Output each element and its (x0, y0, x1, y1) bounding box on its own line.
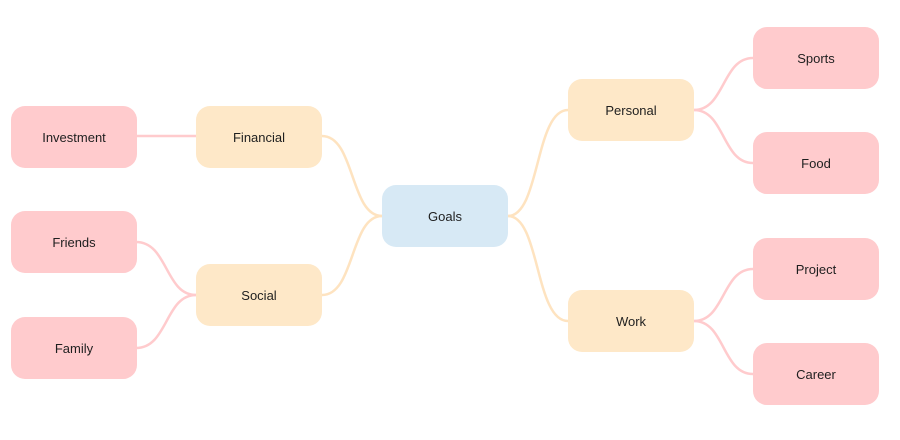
edge-social-family (135, 293, 197, 350)
node-label: Project (795, 261, 837, 277)
node-food[interactable]: Food (753, 132, 879, 194)
edge-goals-work (507, 214, 569, 323)
node-label: Work (615, 313, 647, 329)
node-label: Social (241, 287, 277, 303)
node-career[interactable]: Career (753, 343, 879, 405)
node-personal[interactable]: Personal (568, 79, 694, 141)
node-label: Career (796, 366, 836, 382)
node-family[interactable]: Family (11, 317, 137, 379)
node-social[interactable]: Social (196, 264, 322, 326)
edge-work-project (693, 267, 754, 323)
edge-goals-financial (321, 134, 383, 218)
edge-goals-personal (507, 108, 569, 218)
node-project[interactable]: Project (753, 238, 879, 300)
edge-personal-food (693, 108, 754, 165)
node-label: Financial (232, 129, 286, 145)
edge-social-friends (135, 240, 197, 297)
node-label: Personal (605, 102, 657, 118)
edge-work-career (693, 319, 754, 376)
edge-goals-social (321, 214, 383, 297)
node-investment[interactable]: Investment (11, 106, 137, 168)
node-work[interactable]: Work (568, 290, 694, 352)
node-friends[interactable]: Friends (11, 211, 137, 273)
edge-personal-sports (693, 56, 754, 112)
node-label: Friends (52, 234, 96, 250)
node-label: Food (801, 155, 831, 171)
node-goals[interactable]: Goals (382, 185, 508, 247)
node-label: Goals (428, 208, 462, 224)
node-sports[interactable]: Sports (753, 27, 879, 89)
node-label: Sports (797, 50, 835, 66)
node-financial[interactable]: Financial (196, 106, 322, 168)
node-label: Investment (42, 129, 106, 145)
node-label: Family (54, 340, 94, 356)
